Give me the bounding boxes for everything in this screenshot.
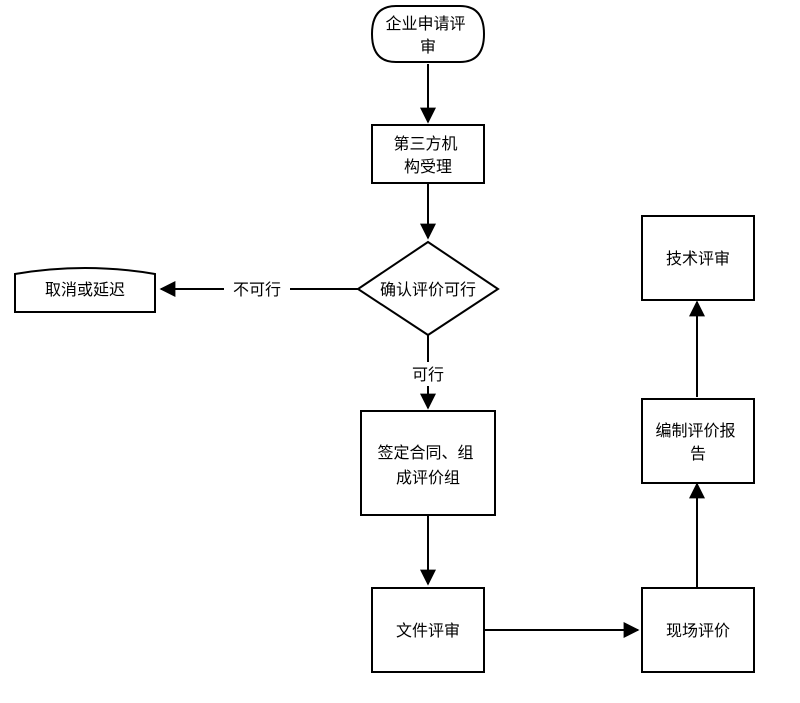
decision-node-shape	[356, 240, 500, 337]
start-node-shape	[370, 5, 486, 63]
edge-label-bg	[404, 362, 452, 386]
contract-node-label: 签定合同、组 成评价组	[377, 443, 478, 487]
edge-label-feasible: 可行	[412, 365, 444, 384]
cancel-node-shape	[14, 267, 156, 313]
edge-label-bg	[224, 277, 290, 301]
report-node-shape	[641, 398, 755, 484]
cancel-node-label: 取消或延迟	[45, 280, 125, 299]
third-party-node-shape	[371, 124, 485, 184]
start-node-label: 企业申请评 审	[385, 14, 470, 56]
decision-node-label: 确认评价可行	[380, 280, 476, 299]
doc-review-node-shape	[371, 587, 485, 673]
doc-review-node-label: 文件评审	[396, 621, 460, 640]
contract-node-shape	[360, 410, 496, 516]
report-node-label: 编制评价报 告	[655, 421, 740, 463]
third-party-node-label: 第三方机 构受理	[393, 134, 462, 176]
site-eval-node-shape	[641, 587, 755, 673]
tech-review-node-shape	[641, 215, 755, 301]
tech-review-node-label: 技术评审	[666, 249, 730, 268]
site-eval-node-label: 现场评价	[666, 621, 730, 640]
edge-label-not-feasible: 不可行	[233, 280, 281, 299]
